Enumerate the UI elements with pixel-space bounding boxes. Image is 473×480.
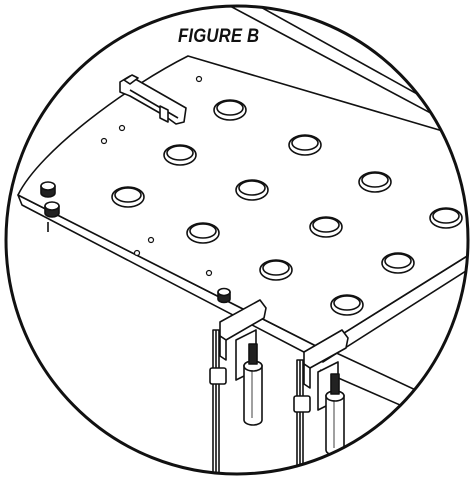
knob xyxy=(217,287,231,304)
top-clamp xyxy=(119,74,187,125)
detail-circle xyxy=(4,4,470,476)
bench-front-line xyxy=(329,349,468,421)
hole xyxy=(381,252,415,274)
hole xyxy=(163,144,197,166)
hole xyxy=(186,222,220,244)
hole xyxy=(213,99,247,121)
figure-label: FIGURE B xyxy=(178,26,260,47)
knob xyxy=(44,201,60,218)
hole xyxy=(288,134,322,156)
bar-clamp-left xyxy=(209,299,267,474)
hole-inner xyxy=(216,100,244,116)
hole xyxy=(358,171,392,193)
hole xyxy=(111,186,145,208)
hole xyxy=(259,259,293,281)
hole xyxy=(330,294,364,316)
table-top-face xyxy=(17,55,468,349)
knob xyxy=(40,181,56,198)
table-holes xyxy=(111,99,463,316)
hole xyxy=(309,216,343,238)
hole xyxy=(429,207,463,229)
screw-holes xyxy=(100,75,213,277)
bar-clamp-right xyxy=(293,329,349,474)
hole xyxy=(235,179,269,201)
